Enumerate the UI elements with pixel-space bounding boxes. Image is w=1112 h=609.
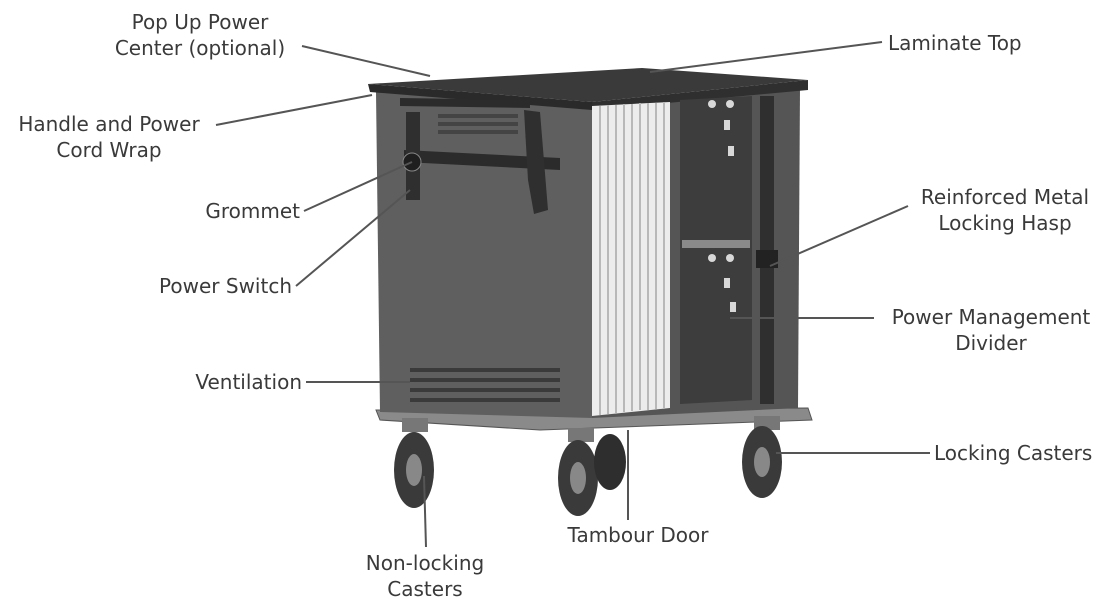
leader-locking-hasp xyxy=(769,205,909,267)
label-locking-hasp-line1: Reinforced Metal xyxy=(920,185,1090,209)
label-reinforced-metal-locking-hasp: Reinforced Metal Locking Hasp xyxy=(900,184,1110,236)
charging-cart-illustration xyxy=(368,68,813,516)
laminate-top-surface xyxy=(368,68,808,102)
label-handle-cord-wrap-line1: Handle and Power xyxy=(18,112,200,136)
label-non-locking-casters-line2: Casters xyxy=(387,577,463,601)
laminate-top-edge xyxy=(368,84,592,110)
interior-compartment xyxy=(680,96,752,404)
leader-non-locking-casters xyxy=(423,475,427,548)
label-power-divider-line2: Divider xyxy=(955,331,1027,355)
label-power-divider-line1: Power Management xyxy=(891,305,1091,329)
label-handle-cord-wrap: Handle and Power Cord Wrap xyxy=(4,111,214,163)
laminate-top-front-edge xyxy=(592,80,808,110)
leader-grommet xyxy=(303,161,413,212)
label-locking-casters: Locking Casters xyxy=(934,440,1092,466)
outlet-holes xyxy=(708,100,736,312)
leader-power-switch xyxy=(295,189,411,287)
ventilation-slots xyxy=(410,368,560,402)
leader-lines xyxy=(215,41,930,548)
leader-pop-up-power xyxy=(301,45,431,77)
locking-hasp-plate xyxy=(756,250,778,268)
tambour-door-slats xyxy=(599,102,665,415)
caster-front-middle xyxy=(558,428,598,516)
label-handle-cord-wrap-line2: Cord Wrap xyxy=(56,138,162,162)
handle-bar xyxy=(400,98,530,108)
label-locking-casters-line1: Locking Casters xyxy=(934,441,1093,465)
label-ventilation-line1: Ventilation xyxy=(195,370,302,394)
top-vent-holes xyxy=(438,114,518,134)
label-tambour-door: Tambour Door xyxy=(548,522,728,548)
label-power-switch: Power Switch xyxy=(110,273,292,299)
label-power-management-divider: Power Management Divider xyxy=(874,304,1108,356)
label-locking-hasp-line2: Locking Hasp xyxy=(938,211,1072,235)
caster-rear-middle xyxy=(594,434,626,490)
label-grommet: Grommet xyxy=(150,198,300,224)
label-grommet-line1: Grommet xyxy=(205,199,300,223)
label-laminate-top-line1: Laminate Top xyxy=(888,31,1022,55)
cord-wrap-bracket-right xyxy=(524,110,548,214)
label-laminate-top: Laminate Top xyxy=(888,30,1022,56)
leader-laminate-top xyxy=(649,41,883,73)
label-pop-up-power-line2: Center (optional) xyxy=(114,36,286,60)
caster-front-right xyxy=(742,416,782,498)
cord-wrap-bar xyxy=(404,150,560,170)
caster-front-left xyxy=(394,418,434,508)
label-ventilation: Ventilation xyxy=(150,369,302,395)
power-management-divider-shelf xyxy=(682,240,750,248)
label-pop-up-power-line1: Pop Up Power xyxy=(131,10,269,34)
label-non-locking-casters: Non-locking Casters xyxy=(340,550,510,602)
leader-handle-cord-wrap xyxy=(215,94,373,126)
label-pop-up-power-center: Pop Up Power Center (optional) xyxy=(100,9,300,61)
label-tambour-door-line1: Tambour Door xyxy=(567,523,709,547)
label-power-switch-line1: Power Switch xyxy=(159,274,292,298)
label-non-locking-casters-line1: Non-locking xyxy=(365,551,485,575)
